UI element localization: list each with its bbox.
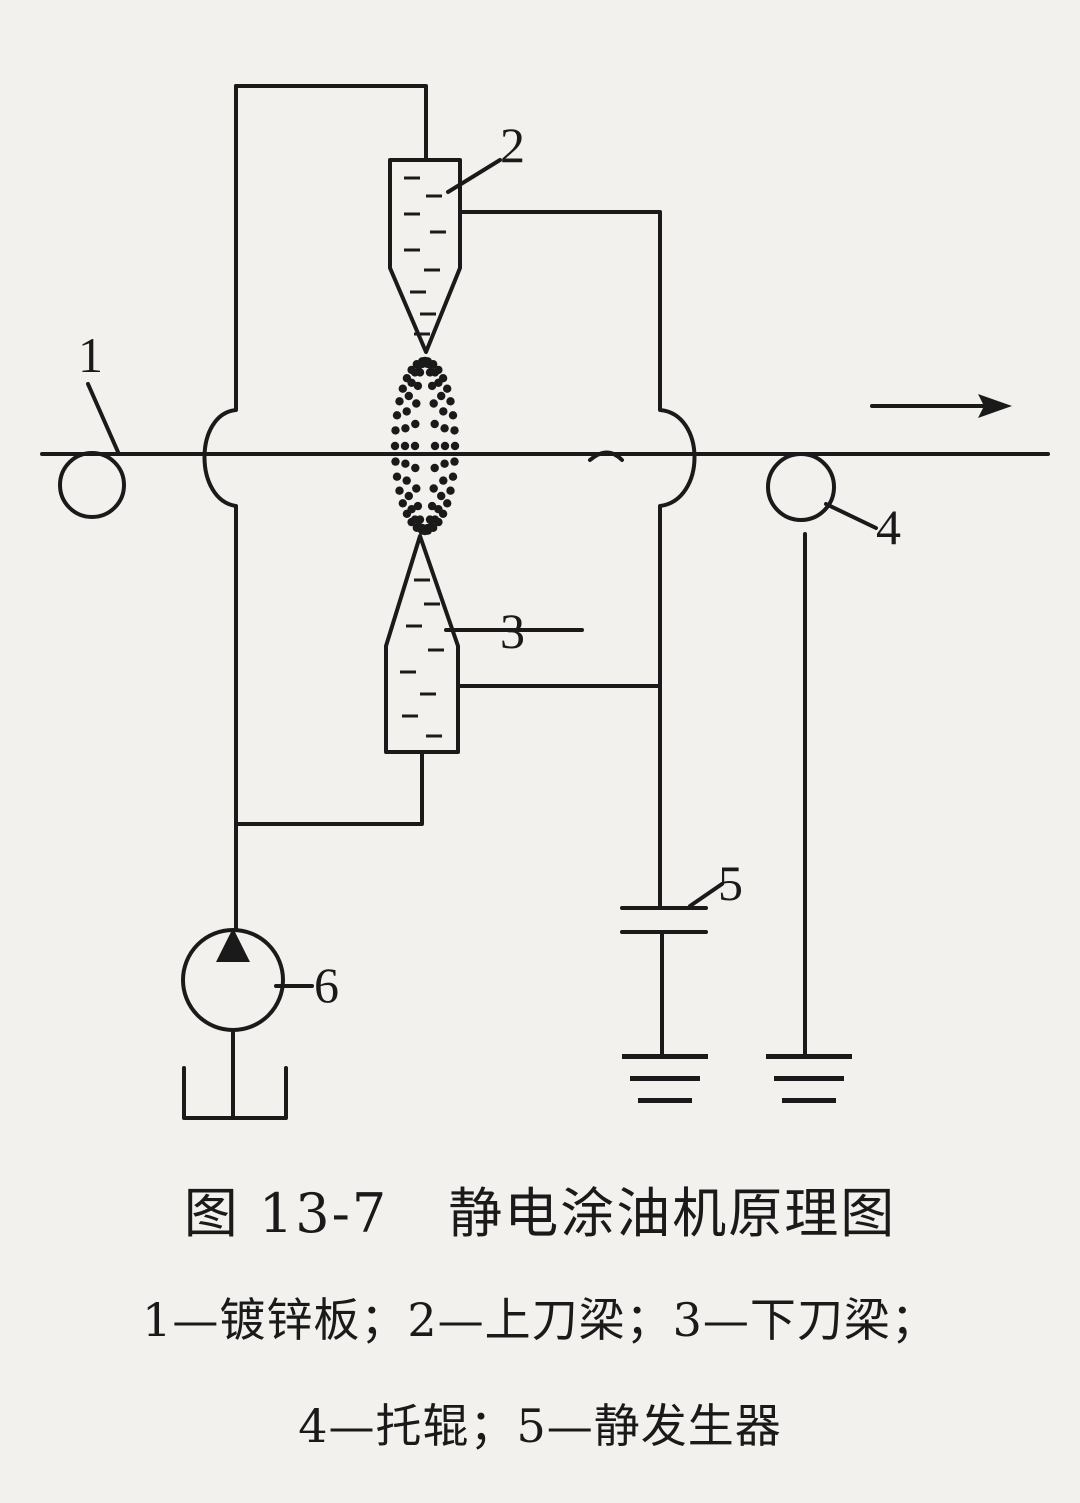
upper-knife-beam <box>388 158 462 354</box>
left-roller <box>58 451 126 519</box>
label-strip: 1 <box>78 327 103 383</box>
electrostatic-oiler-diagram: 1 2 3 4 5 6 <box>40 84 1050 1120</box>
leader-2 <box>446 158 502 194</box>
legend-line-1: 1—镀锌板；2—上刀梁；3—下刀梁； <box>142 1293 938 1347</box>
lower-link-wire <box>234 750 424 826</box>
left-bus-wire <box>202 84 238 932</box>
figure-number: 图 13-7 <box>183 1182 389 1245</box>
leader-1 <box>86 382 120 454</box>
leader-4 <box>824 502 878 530</box>
ground-icon <box>622 1054 708 1059</box>
figure-caption: 图 13-7 静电涂油机原理图 <box>0 1182 1080 1246</box>
oil-level-marks <box>400 176 446 738</box>
support-roller <box>766 452 836 522</box>
oil-spray-mist <box>390 356 460 536</box>
leader-5 <box>688 882 724 908</box>
label-generator: 5 <box>718 855 743 911</box>
label-roller: 4 <box>876 499 901 555</box>
lower-knife-beam <box>384 534 460 754</box>
label-lower-beam: 3 <box>500 603 525 659</box>
strip-break-mark <box>588 450 624 462</box>
tank-icon <box>182 1066 288 1120</box>
legend-line-2: 4—托辊；5—静发生器 <box>298 1399 782 1453</box>
ground-icon <box>766 1054 852 1059</box>
label-upper-beam: 2 <box>500 117 525 173</box>
pump-arrow <box>216 928 250 962</box>
top-link-wire <box>234 84 428 162</box>
label-pump: 6 <box>314 957 339 1013</box>
figure-title: 静电涂油机原理图 <box>448 1182 897 1245</box>
arrow-head <box>978 394 1012 418</box>
right-bus-wire <box>458 210 697 910</box>
